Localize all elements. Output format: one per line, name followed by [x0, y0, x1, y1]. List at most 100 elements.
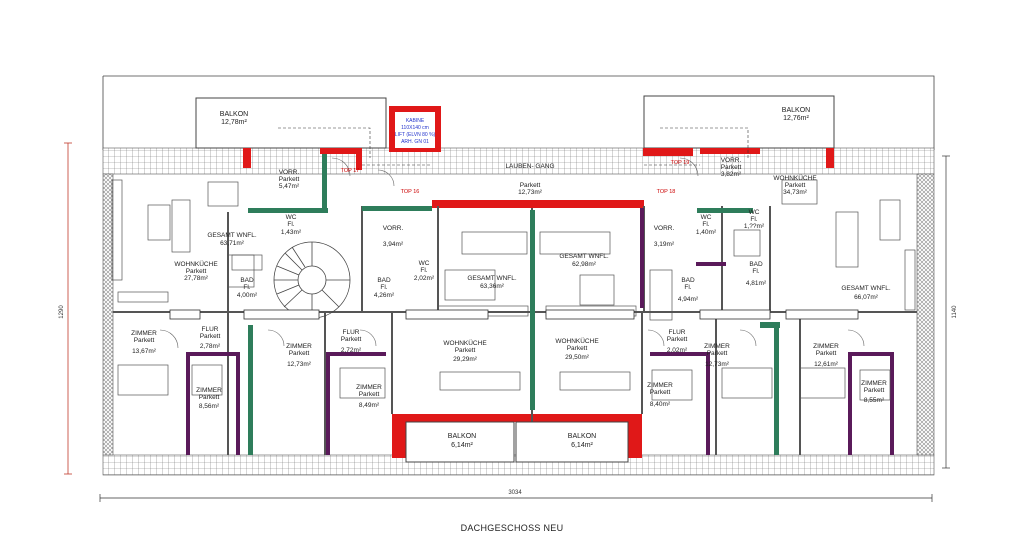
room-area: 8,40m²: [650, 401, 671, 408]
room-name: WOHNKÜCHE: [555, 337, 599, 345]
room-area: 12,61m²: [814, 361, 839, 368]
room-area: 3,94m²: [383, 241, 404, 248]
room-area: 1,43m²: [281, 229, 302, 236]
doors: [159, 157, 865, 349]
green-walls: [248, 154, 780, 455]
room-name: BAD: [377, 277, 391, 284]
room-floor: Fl.: [243, 284, 250, 291]
room-name: BALKON: [448, 433, 476, 440]
room-name: ZIMMER: [196, 387, 222, 394]
room-area: 8,56m²: [199, 403, 220, 410]
spiral-staircase: [273, 241, 351, 319]
room-name: WOHNKÜCHE: [443, 339, 487, 347]
room-floor: Fl.: [420, 267, 427, 274]
room-area: 1,40m²: [696, 229, 717, 236]
room-name: ZIMMER: [861, 380, 887, 387]
dimension-height-left: 1290: [59, 305, 65, 319]
room-name: BALKON: [568, 433, 596, 440]
room-area: 12,73m²: [705, 361, 730, 368]
room-floor: Parkett: [864, 387, 885, 394]
room-floor: Fl.: [684, 284, 691, 291]
furniture: [111, 179, 916, 401]
room-floor: Fl.: [380, 284, 387, 291]
room-labels: BALKON 12,78m² BALKON 12,76m² VORR. Park…: [131, 107, 891, 449]
room-floor: Parkett: [289, 350, 310, 357]
red-walls: [243, 148, 834, 458]
room-area: 4,26m²: [374, 292, 395, 299]
dimension-width: 3034: [508, 490, 522, 496]
room-name: VORR.: [279, 169, 300, 176]
room-floor: Parkett: [341, 336, 362, 343]
room-area: 6,14m²: [451, 442, 473, 449]
room-name: LAUBEN- GANG: [505, 163, 554, 170]
room-area: 12,73m²: [287, 361, 312, 368]
room-name: GESAMT WNFL.: [467, 275, 517, 282]
room-name: VORR.: [721, 157, 742, 164]
room-floor: Parkett: [279, 176, 300, 183]
room-area: 34,73m²: [783, 189, 808, 196]
room-name: ZIMMER: [286, 343, 312, 350]
room-area: 29,29m²: [453, 356, 478, 363]
lift-label-line-3: LIFT (ELVN 80 %): [395, 132, 436, 138]
room-area: 12,73m²: [518, 189, 543, 196]
top-marker: TOP 17: [341, 168, 360, 174]
room-area: 4,81m²: [746, 280, 767, 287]
room-floor: Parkett: [721, 164, 742, 171]
lift-label-line-4: ARH. GN 01: [401, 139, 429, 145]
room-floor: Fl.: [287, 221, 294, 228]
lift-label-line-1: KABINE: [406, 118, 425, 124]
room-floor: Parkett: [785, 182, 806, 189]
room-floor: Fl.: [750, 216, 757, 223]
room-area: 2,02m²: [414, 275, 435, 282]
room-area: 3,19m²: [654, 241, 675, 248]
dimension-height-right: 1140: [952, 305, 958, 319]
room-area: 6,14m²: [571, 442, 593, 449]
room-area: 3,82m²: [721, 171, 742, 178]
kitchen-counters: [169, 309, 859, 320]
room-name: FLUR: [669, 329, 686, 336]
top-balconies: [195, 95, 835, 149]
room-area: 13,67m²: [132, 348, 157, 355]
room-name: WC: [749, 209, 760, 216]
room-floor: Parkett: [816, 350, 837, 357]
room-area: 63,71m²: [220, 240, 245, 247]
room-area: 62,98m²: [572, 261, 597, 268]
room-floor: Parkett: [200, 333, 221, 340]
room-area: 63,36m²: [480, 283, 505, 290]
room-area: 2,72m²: [341, 347, 362, 354]
room-floor: Parkett: [455, 347, 476, 354]
room-name: ZIMMER: [704, 343, 730, 350]
room-name: WC: [419, 260, 430, 267]
room-area: 8,55m²: [864, 397, 885, 404]
lift-label: KABINE 110X140 cm LIFT (ELVN 80 %) ARH. …: [395, 118, 436, 145]
room-name: WOHNKÜCHE: [174, 260, 218, 268]
room-floor: Fl.: [702, 221, 709, 228]
room-name: VORR.: [654, 225, 675, 232]
room-area: 1,??m²: [744, 223, 765, 230]
room-name: GESAMT WNFL.: [207, 232, 257, 239]
room-floor: Parkett: [359, 391, 380, 398]
top-marker: TOP 16: [401, 189, 420, 195]
room-name: WOHNKÜCHE: [773, 174, 817, 182]
room-area: 4,94m²: [678, 296, 699, 303]
room-name: ZIMMER: [647, 382, 673, 389]
outer-walls: [102, 147, 935, 476]
room-area: 29,50m²: [565, 354, 590, 361]
room-name: BAD: [681, 277, 695, 284]
room-name: BAD: [240, 277, 254, 284]
room-name: FLUR: [202, 326, 219, 333]
room-floor: Parkett: [667, 336, 688, 343]
bottom-balconies: [405, 421, 629, 463]
plan-title: DACHGESCHOSS NEU: [461, 523, 564, 533]
room-floor: Parkett: [650, 389, 671, 396]
room-name: ZIMMER: [356, 384, 382, 391]
room-name: VORR.: [383, 225, 404, 232]
top-marker: TOP 19: [671, 160, 690, 166]
room-name: BALKON: [220, 111, 248, 118]
room-name: BAD: [749, 261, 763, 268]
room-area: 5,47m²: [279, 183, 300, 190]
room-area: 12,76m²: [783, 115, 809, 122]
room-name: WC: [286, 214, 297, 221]
room-name: GESAMT WNFL.: [841, 285, 891, 292]
